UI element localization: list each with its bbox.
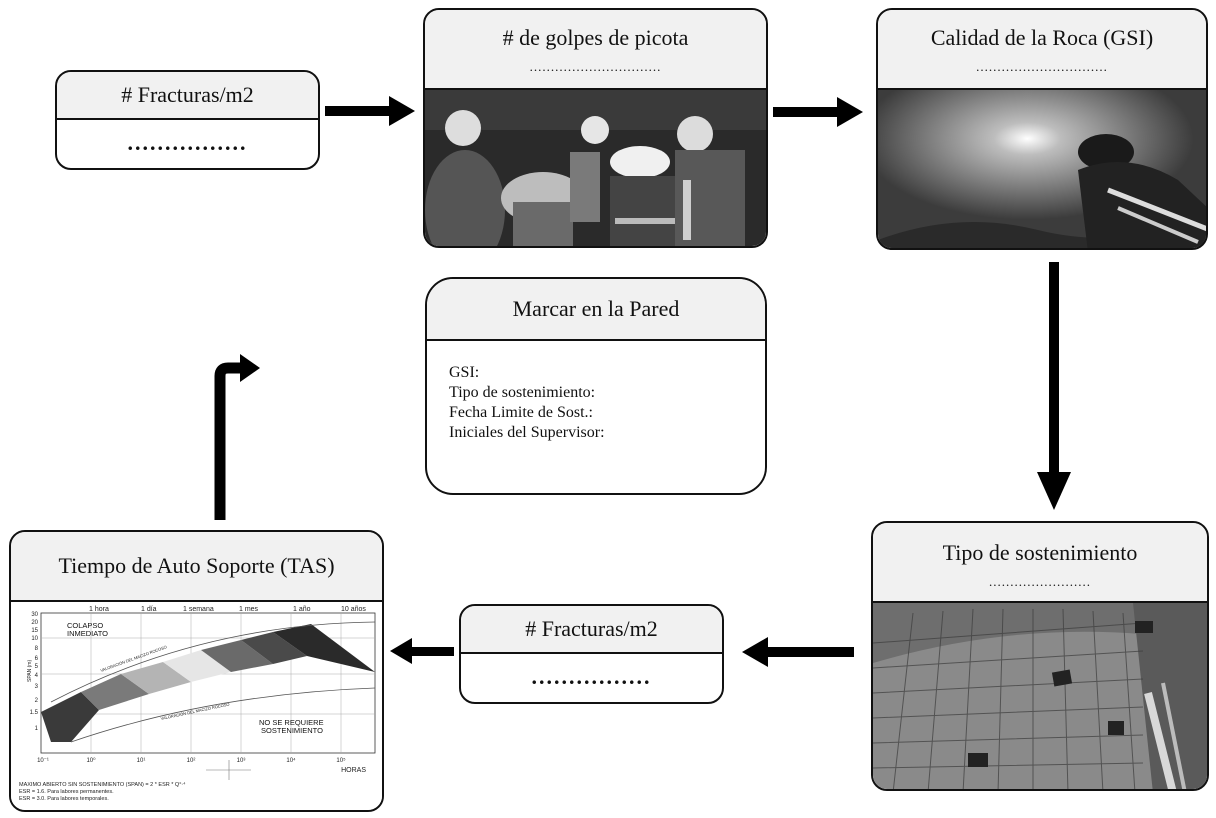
gsi-value: ...............................	[976, 59, 1108, 74]
fracturas-bottom-box: # Fracturas/m2 ................	[459, 604, 724, 704]
band-3	[121, 662, 191, 694]
tipo-sost-header: Tipo de sostenimiento ..................…	[873, 523, 1207, 603]
fracturas-top-header: # Fracturas/m2	[57, 72, 318, 120]
lower-curve	[70, 687, 376, 743]
y-tick: 20	[31, 620, 38, 626]
no-requiere-label: SOSTENIMIENTO	[261, 726, 323, 735]
time-label: 1 hora	[89, 606, 109, 613]
y-tick: 8	[35, 646, 39, 652]
golpes-value: ...............................	[529, 59, 662, 74]
rock-inspection-photo	[878, 90, 1206, 248]
pared-title: Marcar en la Pared	[512, 296, 680, 321]
x-tick: 10⁰	[86, 757, 96, 764]
y-tick: 30	[31, 612, 38, 618]
pared-box: Marcar en la Pared GSI: Tipo de sostenim…	[425, 277, 767, 495]
band-5	[201, 640, 273, 672]
band-7	[273, 624, 375, 672]
x-tick: 10²	[187, 758, 196, 764]
pared-field-tipo: Tipo de sostenimiento:	[449, 384, 596, 401]
gsi-box: Calidad de la Roca (GSI) ...............…	[876, 8, 1208, 250]
time-label: 1 semana	[183, 606, 214, 613]
arrow-tas-to-pared	[214, 354, 260, 520]
colapso-label: COLAPSO	[67, 621, 103, 630]
tipo-sost-box: Tipo de sostenimiento ..................…	[871, 521, 1209, 791]
band-6	[241, 632, 307, 664]
tas-title: Tiempo de Auto Soporte (TAS)	[58, 553, 335, 578]
x-tick: 10³	[237, 758, 246, 764]
no-requiere-label: NO SE REQUIERE	[259, 718, 324, 727]
time-label: 1 mes	[239, 606, 259, 613]
golpes-title: # de golpes de picota	[502, 25, 689, 50]
time-label: 1 día	[141, 606, 157, 613]
y-tick: 4	[35, 673, 39, 679]
tas-box: Tiempo de Auto Soporte (TAS) 1 hora 1 dí…	[9, 530, 384, 812]
tas-header: Tiempo de Auto Soporte (TAS)	[11, 532, 382, 602]
golpes-header: # de golpes de picota ..................…	[425, 10, 766, 90]
x-tick: 10⁻¹	[37, 758, 49, 764]
footer-line: ESR = 1.6. Para labores permanentes.	[19, 789, 114, 795]
y-tick: 15	[31, 628, 38, 634]
y-axis-label: SPAN (m)	[27, 660, 33, 682]
fracturas-bottom-header: # Fracturas/m2	[461, 606, 722, 654]
y-tick: 6	[35, 656, 39, 662]
miners-photo	[425, 90, 766, 246]
plot-frame	[40, 612, 376, 754]
x-tick: 10⁵	[336, 757, 346, 764]
tipo-sost-value: ........................	[989, 574, 1091, 589]
tipo-sost-title: Tipo de sostenimiento	[942, 540, 1138, 565]
upper-curve	[50, 621, 376, 703]
arrow-fracturas-to-golpes	[325, 96, 415, 126]
fracturas-bottom-title: # Fracturas/m2	[525, 616, 658, 641]
pared-field-fecha: Fecha Limite de Sost.:	[449, 404, 593, 421]
arrow-gsi-to-tipo	[1037, 262, 1071, 510]
x-axis-label: HORAS	[341, 767, 366, 774]
tas-chart: 1 hora 1 día 1 semana 1 mes 1 año 10 año…	[11, 602, 382, 810]
footer-line: MAXIMO ABIERTO SIN SOSTENIMIENTO (SPAN) …	[19, 781, 186, 788]
y-tick: 1	[35, 726, 39, 732]
y-tick: 2	[35, 698, 39, 704]
x-tick: 10⁴	[286, 757, 296, 764]
pared-field-iniciales: Iniciales del Supervisor:	[449, 424, 605, 441]
gsi-header: Calidad de la Roca (GSI) ...............…	[878, 10, 1206, 90]
golpes-box: # de golpes de picota ..................…	[423, 8, 768, 248]
y-tick: 10	[31, 636, 38, 642]
mesh-support-photo	[873, 603, 1207, 789]
arrow-tipo-to-fracturas	[742, 637, 854, 667]
fracturas-top-value: ................	[127, 130, 248, 155]
pared-field-gsi: GSI:	[449, 364, 480, 381]
fracturas-top-title: # Fracturas/m2	[121, 82, 254, 107]
fracturas-top-box: # Fracturas/m2 ................	[55, 70, 320, 170]
band-2	[81, 674, 149, 710]
time-label: 1 año	[293, 606, 311, 613]
footer-line: ESR = 3.0. Para labores temporales.	[19, 796, 109, 802]
pared-fields: GSI: Tipo de sostenimiento: Fecha Limite…	[449, 363, 605, 443]
y-tick: 3	[35, 684, 39, 690]
band-1	[41, 692, 99, 742]
y-tick: 5	[35, 664, 39, 670]
gsi-title: Calidad de la Roca (GSI)	[930, 25, 1154, 50]
fracturas-bottom-value: ................	[531, 664, 652, 689]
pared-header: Marcar en la Pared	[427, 279, 765, 341]
x-tick: 10¹	[137, 758, 146, 764]
y-tick: 1.5	[30, 710, 39, 716]
arrow-fracturas-to-tas	[390, 638, 454, 664]
time-label: 10 años	[341, 606, 366, 613]
band-4	[163, 650, 231, 682]
colapso-label: INMEDIATO	[67, 629, 108, 638]
arrow-golpes-to-gsi	[773, 97, 863, 127]
